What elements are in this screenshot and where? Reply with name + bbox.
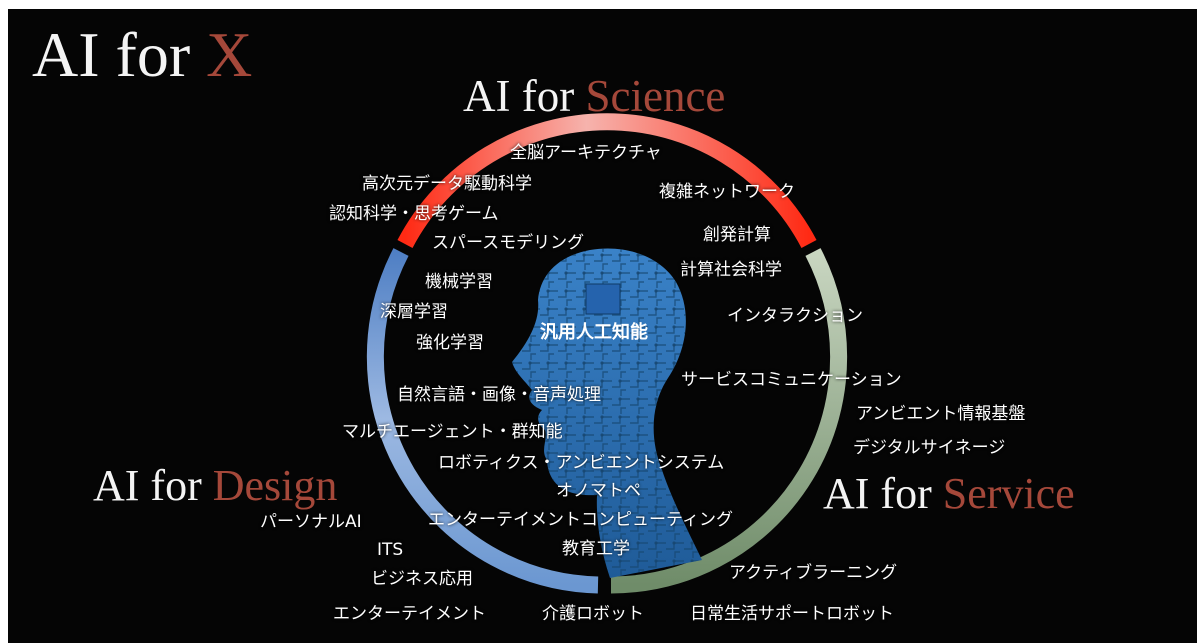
keyword-sparse: スパースモデリング (432, 233, 585, 253)
keyword-souhatsu: 創発計算 (703, 225, 771, 245)
keyword-ambient-info: アンビエント情報基盤 (856, 404, 1026, 424)
keyword-keisan-shakai: 計算社会科学 (680, 260, 782, 280)
keyword-interaction: インタラクション (727, 306, 863, 326)
section-title-science: AI for Science (463, 71, 726, 121)
keyword-nichijou: 日常生活サポートロボット (690, 604, 894, 624)
keyword-ninchi: 認知科学・思考ゲーム (329, 204, 499, 224)
keyword-shinsou: 深層学習 (380, 302, 448, 322)
keyword-ent-computing: エンターテイメントコンピューティング (428, 510, 733, 530)
keyword-service-comm: サービスコミュニケーション (681, 370, 902, 390)
science-arc (397, 113, 817, 248)
head-silhouette (512, 248, 702, 578)
main-title: AI for X (32, 19, 253, 90)
keyword-koujigen: 高次元データ駆動科学 (362, 174, 532, 194)
keyword-business: ビジネス応用 (371, 569, 473, 589)
service-arc (610, 248, 848, 594)
keyword-kyouka: 強化学習 (416, 333, 484, 353)
keyword-personal-ai: パーソナルAI (260, 512, 362, 532)
keyword-robotics: ロボティクス・アンビエントシステム (438, 453, 725, 473)
center-label: 汎用人工知能 (540, 322, 648, 343)
keyword-its: ITS (377, 540, 404, 560)
keyword-onomatope: オノマトペ (556, 481, 641, 501)
keyword-kikai: 機械学習 (425, 272, 493, 292)
keyword-multi-agent: マルチエージェント・群知能 (342, 422, 563, 442)
keyword-kyouiku: 教育工学 (562, 539, 630, 559)
keyword-fukuzatsu: 複雑ネットワーク (659, 182, 795, 202)
keyword-zennou: 全脳アーキテクチャ (510, 143, 662, 163)
keyword-shizen-gengo: 自然言語・画像・音声処理 (397, 385, 601, 405)
keyword-active-learning: アクティブラーニング (729, 563, 898, 583)
keyword-entertainment: エンターテイメント (333, 604, 486, 624)
design-arc (366, 248, 599, 594)
section-title-service: AI for Service (823, 469, 1075, 518)
keyword-digital-signage: デジタルサイネージ (853, 438, 1006, 458)
section-title-design: AI for Design (93, 461, 338, 510)
keyword-kaigo: 介護ロボット (542, 604, 644, 624)
